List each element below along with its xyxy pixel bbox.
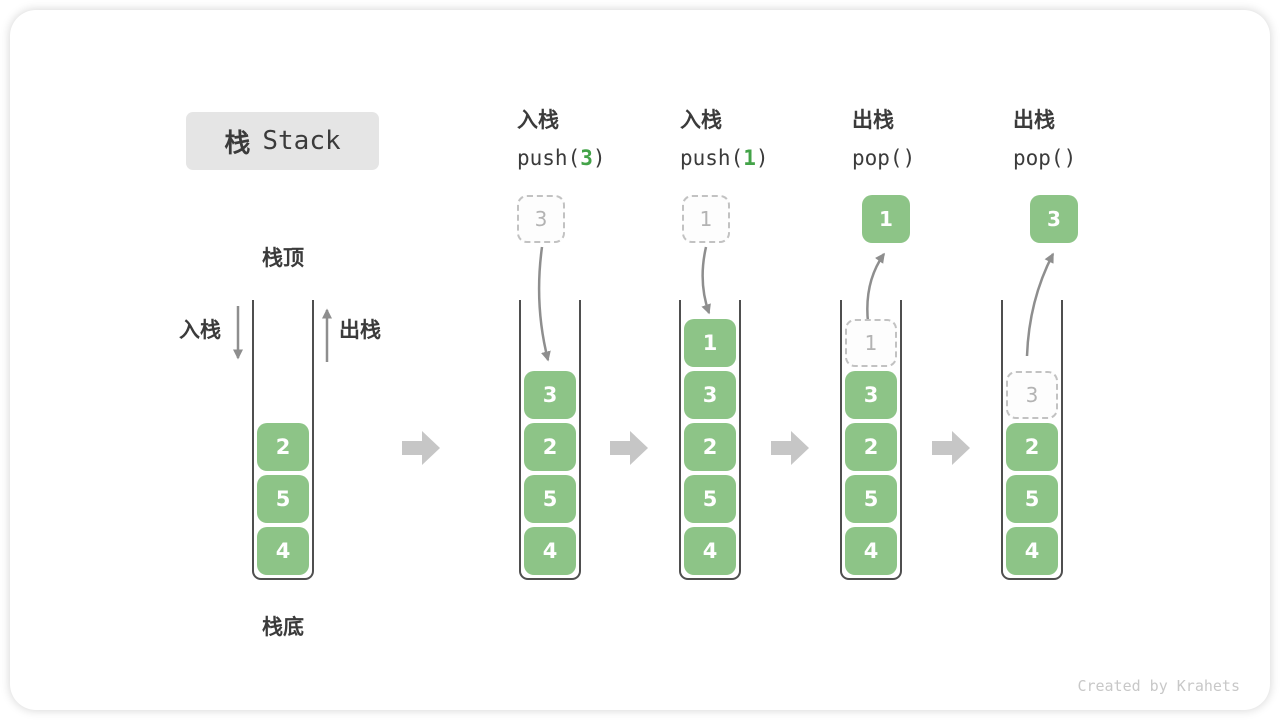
op-name: 入栈: [680, 109, 722, 132]
title-zh: 栈: [224, 127, 251, 158]
op-code: push(1): [680, 145, 769, 171]
stack-cell: 4: [684, 527, 736, 575]
popped-value-box: 3: [1030, 195, 1078, 243]
stack-cell-ghost: 3: [1006, 371, 1058, 419]
stack-cell: 1: [684, 319, 736, 367]
op-label-push-1: 入栈 push(1): [680, 108, 769, 171]
popped-value-box: 1: [862, 195, 910, 243]
stack-cell: 2: [845, 423, 897, 471]
stack-cell: 3: [684, 371, 736, 419]
push-direction-label: 入栈: [179, 319, 221, 342]
stack-top-label: 栈顶: [262, 247, 304, 270]
op-label-pop-3: 出栈 pop(): [1013, 108, 1076, 171]
step-arrow-icon: [771, 431, 809, 465]
stack-cell: 5: [1006, 475, 1058, 523]
stack-cell: 2: [524, 423, 576, 471]
op-label-pop-1: 出栈 pop(): [852, 108, 915, 171]
step-arrow-icon: [402, 431, 440, 465]
op-code-suffix: ): [755, 146, 769, 170]
op-code: pop(): [852, 145, 915, 171]
op-code: pop(): [1013, 145, 1076, 171]
op-code-suffix: ): [592, 146, 606, 170]
incoming-value-box: 1: [682, 195, 730, 243]
stack-cell: 3: [845, 371, 897, 419]
stack-cell: 2: [1006, 423, 1058, 471]
op-label-push-3: 入栈 push(3): [517, 108, 606, 171]
stack-bottom-label: 栈底: [262, 616, 304, 639]
op-code: push(3): [517, 145, 606, 171]
stack-cell: 5: [524, 475, 576, 523]
stack-cell: 4: [1006, 527, 1058, 575]
op-name: 入栈: [517, 109, 559, 132]
stack-container-initial: [252, 300, 314, 580]
step-arrow-icon: [610, 431, 648, 465]
stack-cell: 5: [845, 475, 897, 523]
op-code-arg: 1: [743, 146, 756, 170]
stack-cell: 2: [257, 423, 309, 471]
op-name: 出栈: [852, 109, 894, 132]
op-code-suffix: ): [1063, 146, 1077, 170]
op-code-prefix: pop(: [852, 146, 903, 170]
title-badge: 栈 Stack: [186, 112, 379, 170]
incoming-value-box: 3: [517, 195, 565, 243]
stack-cell: 4: [845, 527, 897, 575]
stack-cell: 4: [524, 527, 576, 575]
stack-container-push-3: [519, 300, 581, 580]
credit-text: Created by Krahets: [1077, 677, 1240, 695]
stack-cell: 4: [257, 527, 309, 575]
step-arrow-icon: [932, 431, 970, 465]
op-code-prefix: push(: [680, 146, 744, 170]
op-code-suffix: ): [902, 146, 916, 170]
stack-container-pop-3: [1001, 300, 1063, 580]
op-name: 出栈: [1013, 109, 1055, 132]
pop-direction-label: 出栈: [339, 319, 381, 342]
stack-container-push-1: [679, 300, 741, 580]
stack-cell-ghost: 1: [845, 319, 897, 367]
title-en: Stack: [262, 126, 341, 156]
op-code-prefix: push(: [517, 146, 581, 170]
stack-cell: 3: [524, 371, 576, 419]
op-code-arg: 3: [580, 146, 593, 170]
stack-container-pop-1: [840, 300, 902, 580]
op-code-prefix: pop(: [1013, 146, 1064, 170]
stack-cell: 5: [684, 475, 736, 523]
stack-cell: 2: [684, 423, 736, 471]
stack-cell: 5: [257, 475, 309, 523]
